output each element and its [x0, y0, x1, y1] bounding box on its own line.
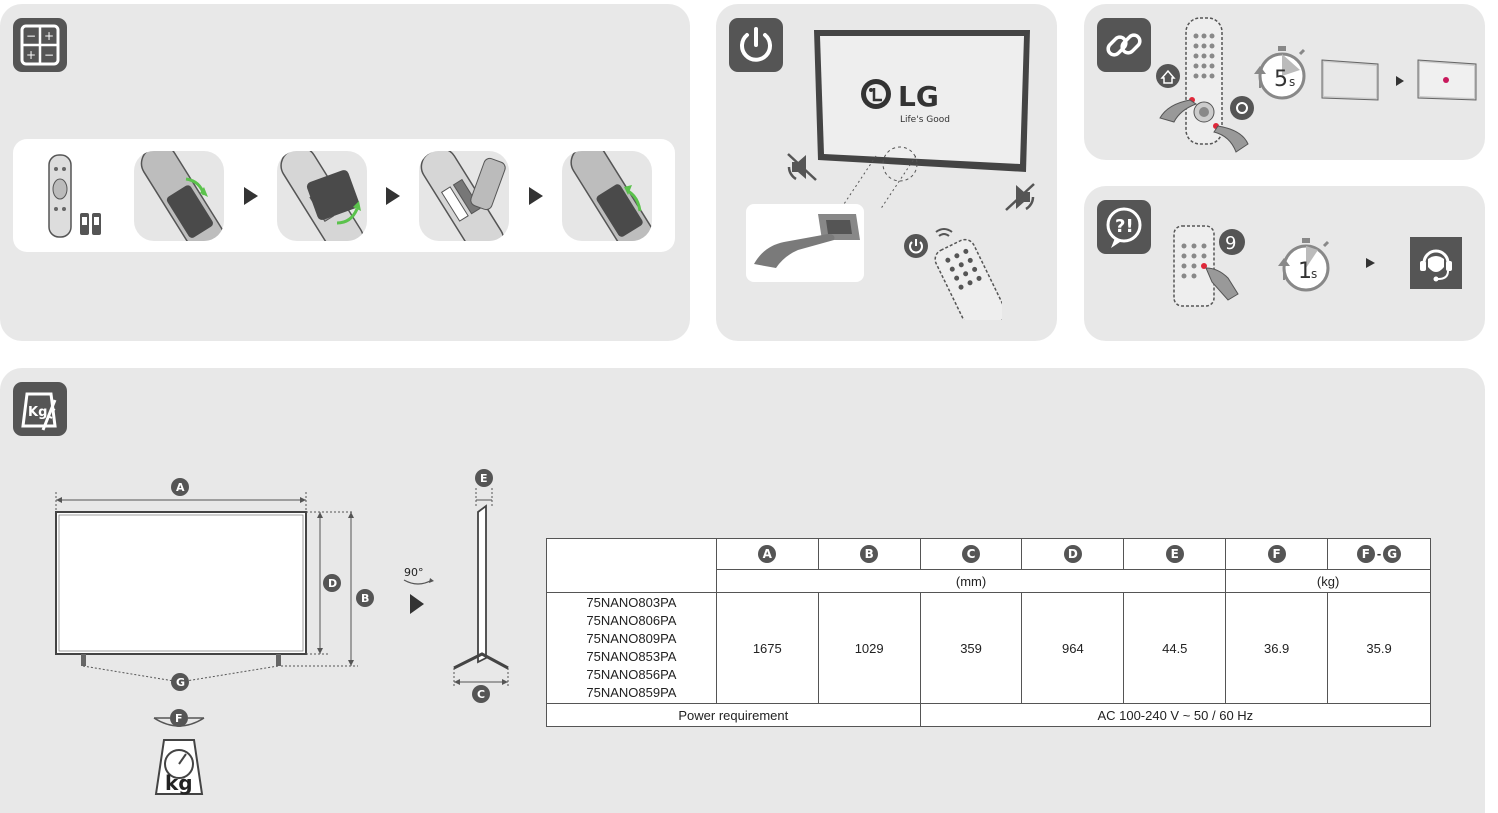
model-name: 75NANO859PA [586, 685, 677, 700]
svg-text:?!: ?! [1115, 216, 1134, 237]
header-d: D [1021, 538, 1125, 570]
next-step-arrow [1366, 258, 1375, 268]
timer-1s-icon: 1 s [1278, 238, 1330, 292]
tv-front-illustration: LG Life's Good [814, 30, 1030, 182]
link-icon [1097, 18, 1151, 72]
weight-scale-illustration: F kg [153, 709, 205, 795]
unit-mm: (mm) [715, 569, 1227, 593]
model-name: 75NANO803PA [586, 595, 677, 610]
model-name: 75NANO809PA [586, 631, 677, 646]
remote-home-settings-illustration [1156, 17, 1254, 153]
dim-label-d-badge [323, 574, 341, 592]
value-f: 36.9 [1225, 592, 1329, 704]
next-step-arrow [1396, 76, 1404, 86]
model-list: 75NANO803PA 75NANO806PA 75NANO809PA 75NA… [546, 592, 717, 704]
battery-step-2 [277, 151, 367, 241]
joystick-button-closeup [746, 204, 864, 282]
dim-label-b: B [361, 592, 369, 605]
support-agent-icon [1410, 237, 1462, 289]
dim-label-a: A [176, 481, 185, 494]
remote-button-9-illustration: 9 [1173, 225, 1245, 307]
header-f-g: F-G [1327, 538, 1431, 570]
question-bubble-icon: ?! [1097, 200, 1151, 254]
value-c: 359 [919, 592, 1023, 704]
remote-power-press-illustration [904, 228, 1002, 320]
help-button-number: 9 [1225, 233, 1236, 254]
dim-label-a-badge [171, 478, 189, 496]
help-seconds: 1 [1298, 259, 1312, 284]
dim-label-c: C [477, 688, 485, 701]
tv-blank-thumbnail [1321, 59, 1379, 101]
battery-step-1 [134, 151, 224, 241]
dim-label-d: D [328, 577, 337, 590]
value-d: 964 [1021, 592, 1125, 704]
battery-icon: − + + − [13, 18, 67, 72]
value-f-g: 35.9 [1327, 592, 1431, 704]
svg-text:+: + [26, 48, 36, 62]
battery-panel: − + + − [0, 4, 690, 341]
svg-text:−: − [26, 29, 36, 43]
remote-with-batteries-illustration [48, 154, 101, 238]
connector-lines [839, 155, 916, 211]
value-b: 1029 [817, 592, 921, 704]
scale-unit: kg [165, 771, 193, 795]
dim-label-c-badge [472, 685, 490, 703]
tv-front-dimension-diagram: A D B G [55, 478, 374, 691]
battery-step-4 [562, 151, 652, 241]
reset-seconds-unit: s [1289, 75, 1295, 89]
model-name: 75NANO853PA [586, 649, 677, 664]
power-value: AC 100-240 V ~ 50 / 60 Hz [919, 703, 1432, 727]
timer-5s-icon: 5 s [1254, 46, 1306, 100]
reset-seconds: 5 [1274, 67, 1288, 92]
power-label: Power requirement [546, 703, 921, 727]
weight-icon-unit: Kg [28, 405, 47, 420]
header-b: B [817, 538, 921, 570]
model-name: 75NANO856PA [586, 667, 677, 682]
table-corner-cell [546, 538, 717, 593]
model-name: 75NANO806PA [586, 613, 677, 628]
dim-label-g-badge [171, 673, 189, 691]
power-icon [729, 18, 783, 72]
tv-lg-thumbnail [1417, 59, 1477, 101]
help-panel: ?! 9 1 s [1084, 186, 1485, 341]
dim-label-e: E [480, 472, 488, 485]
next-step-arrow [529, 187, 543, 205]
value-a: 1675 [715, 592, 819, 704]
lg-logo-text: LG [898, 80, 939, 113]
power-panel: LG Life's Good [716, 4, 1057, 341]
header-a: A [715, 538, 819, 570]
dim-label-e-badge [475, 469, 493, 487]
svg-text:+: + [44, 29, 54, 43]
battery-step-3 [419, 151, 509, 241]
dim-label-f: F [175, 712, 183, 725]
value-e: 44.5 [1123, 592, 1227, 704]
tv-side-dimension-diagram: E C [453, 469, 509, 703]
rotate-label: 90° [404, 566, 424, 579]
rotate-90-indicator: 90° [403, 566, 434, 614]
header-c: C [919, 538, 1023, 570]
pairing-panel: 5 s [1084, 4, 1485, 160]
header-f: F [1225, 538, 1329, 570]
battery-steps-strip [13, 139, 675, 252]
dim-label-g: G [176, 676, 185, 689]
spec-table: A B C D E F F-G (mm) (kg) 75NANO803PA 75… [546, 538, 1432, 727]
next-step-arrow [244, 187, 258, 205]
svg-text:−: − [44, 48, 54, 62]
lg-logo-tagline: Life's Good [900, 115, 950, 125]
header-e: E [1123, 538, 1227, 570]
weight-ruler-icon: Kg [13, 382, 67, 436]
dim-label-b-badge [356, 589, 374, 607]
help-seconds-unit: s [1311, 267, 1317, 281]
sound-muted-icon [1005, 183, 1035, 211]
unit-kg: (kg) [1225, 569, 1431, 593]
sound-muted-icon [787, 153, 817, 181]
next-step-arrow [386, 187, 400, 205]
